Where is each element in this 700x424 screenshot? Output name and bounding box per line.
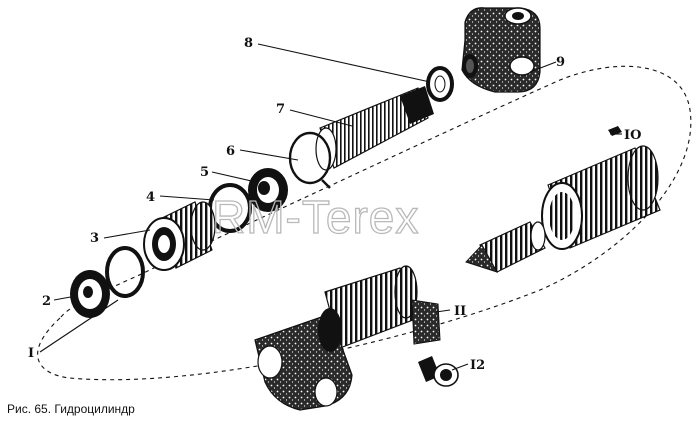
clevis-eye-part-9 xyxy=(461,7,541,93)
callout-5: 5 xyxy=(200,165,209,180)
cylinder-tube-part-10 xyxy=(465,126,661,273)
piston-part-3 xyxy=(143,201,216,271)
callout-4: 4 xyxy=(146,190,155,205)
snap-ring-part-6 xyxy=(288,131,332,189)
callout-labels: I 2 3 4 5 6 7 8 9 IO II I2 xyxy=(28,36,641,373)
fitting-part-12 xyxy=(418,356,459,387)
leader-lines xyxy=(39,43,622,371)
seal-part-5 xyxy=(248,168,288,212)
washer-part-1 xyxy=(105,246,145,298)
callout-9: 9 xyxy=(556,55,565,70)
callout-3: 3 xyxy=(90,231,99,246)
callout-8: 8 xyxy=(244,36,253,51)
callout-12: I2 xyxy=(470,358,485,373)
callout-1: I xyxy=(28,346,34,361)
piston-rod-part-7 xyxy=(315,86,434,171)
washer-part-8 xyxy=(426,66,454,102)
nut-part-2 xyxy=(70,270,110,318)
bottom-clevis-part-11 xyxy=(254,265,441,411)
callout-6: 6 xyxy=(226,144,235,159)
figure-caption: Рис. 65. Гидроцилиндр xyxy=(7,402,135,416)
callout-7: 7 xyxy=(276,102,285,117)
callout-2: 2 xyxy=(42,294,51,309)
callout-11: II xyxy=(454,304,466,319)
callout-10: IO xyxy=(624,128,641,143)
watermark-text: RM-Terex xyxy=(212,191,419,243)
